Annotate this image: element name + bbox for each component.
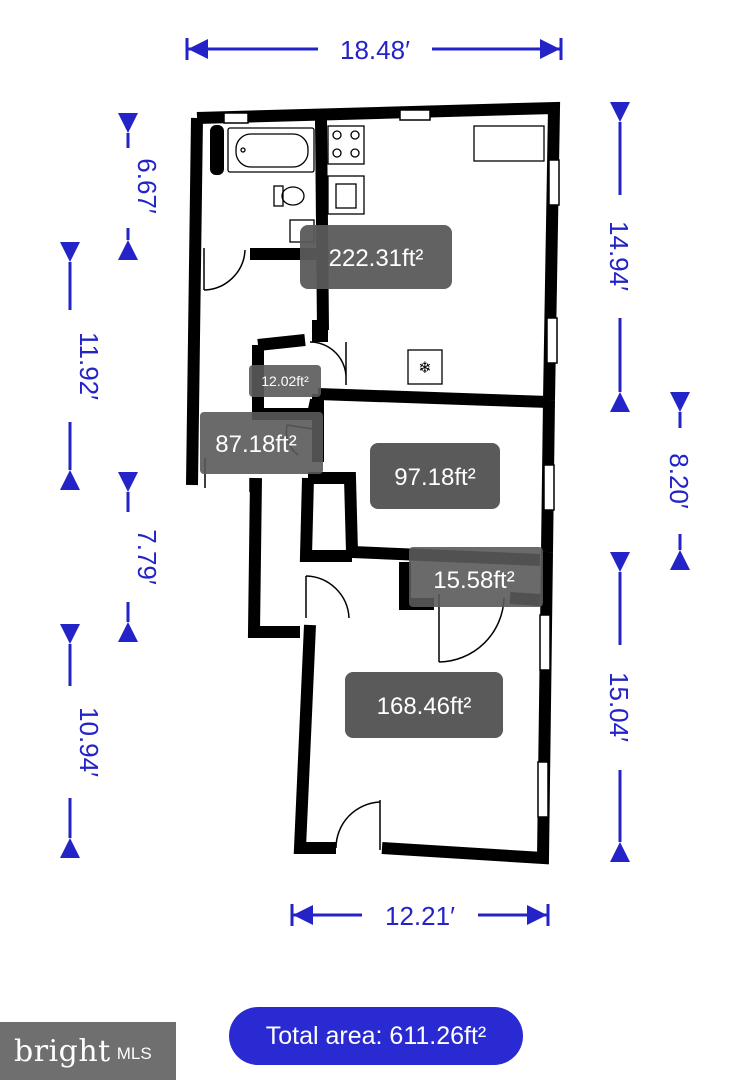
room-tag-main: 222.31ft² — [300, 225, 452, 289]
room-tag-closet-small: 12.02ft² — [249, 365, 321, 397]
room-tag-closet-right: 15.58ft² — [409, 547, 543, 607]
dimension-bottom: 12.21′ — [290, 901, 550, 931]
room-area-main: 222.31ft² — [329, 245, 424, 272]
watermark-brand: bright — [14, 1033, 111, 1069]
room-area-front: 168.46ft² — [377, 693, 472, 720]
window-right-3 — [543, 464, 555, 511]
wall-bath-stub — [210, 125, 224, 175]
dimension-left-4: 10.94′ — [60, 624, 104, 858]
dimension-top-label: 18.48′ — [340, 35, 410, 65]
window-right-4 — [539, 614, 551, 671]
wall-middle-top — [317, 388, 550, 408]
dimension-right-1-label: 14.94′ — [604, 221, 634, 291]
watermark-suffix: MLS — [116, 1044, 152, 1063]
dimension-left-3: 7.79′ — [118, 472, 162, 642]
dimension-top: 18.48′ — [185, 35, 563, 65]
window-right-5 — [537, 761, 549, 818]
dimension-right-1: 14.94′ — [604, 102, 634, 412]
total-area-label: Total area: 611.26ft² — [265, 1021, 487, 1050]
wall-outer-left — [186, 117, 203, 486]
dimension-left-4-label: 10.94′ — [74, 707, 104, 777]
window-top-mid — [399, 109, 431, 121]
dimension-right-3: 15.04′ — [604, 552, 634, 862]
total-area-badge: Total area: 611.26ft² — [229, 1007, 523, 1065]
room-area-closet-right: 15.58ft² — [433, 567, 514, 594]
dimension-left-2: 11.92′ — [60, 242, 104, 490]
wall-outer-top — [196, 101, 561, 401]
door-closet — [309, 341, 347, 385]
fridge: ❄ — [407, 349, 443, 385]
dimension-left-2-label: 11.92′ — [74, 332, 104, 400]
dimension-left-1-label: 6.67′ — [132, 158, 162, 214]
bathtub — [227, 127, 315, 173]
stove — [327, 125, 365, 165]
room-tag-front: 168.46ft² — [345, 672, 503, 738]
window-top-left — [223, 112, 249, 124]
dimension-right-2: 8.20′ — [664, 392, 694, 570]
kitchen-sink — [327, 175, 365, 215]
door-bath — [203, 248, 246, 291]
kitchen-counter — [473, 125, 545, 162]
door-entry — [335, 800, 381, 850]
dimension-right-2-label: 8.20′ — [664, 453, 694, 509]
dimension-right-3-label: 15.04′ — [604, 672, 634, 742]
room-tag-middle: 97.18ft² — [370, 443, 500, 509]
wall-closet-notch — [312, 320, 328, 342]
toilet — [273, 185, 305, 207]
fixtures: ❄ — [227, 125, 545, 385]
mls-watermark: bright MLS — [0, 1022, 176, 1080]
dimension-bottom-label: 12.21′ — [385, 901, 455, 931]
dimension-lines: 18.48′ 12.21′ 6.67′ 11.92′ — [60, 35, 694, 931]
room-area-hall: 87.18ft² — [215, 431, 296, 458]
dimension-left-1: 6.67′ — [118, 113, 162, 260]
room-area-middle: 97.18ft² — [394, 464, 475, 491]
wall-corridor-left — [247, 477, 300, 638]
room-tag-hall: 87.18ft² — [200, 412, 323, 474]
door-corridor — [305, 575, 350, 619]
room-tags: 222.31ft² 12.02ft² 87.18ft² 97.18ft² 15.… — [200, 225, 543, 738]
svg-text:❄: ❄ — [418, 360, 431, 377]
dimension-left-3-label: 7.79′ — [132, 529, 162, 585]
window-right-1 — [548, 159, 560, 206]
room-area-closet-small: 12.02ft² — [261, 373, 309, 389]
window-right-2 — [546, 317, 558, 364]
windows — [223, 109, 560, 818]
